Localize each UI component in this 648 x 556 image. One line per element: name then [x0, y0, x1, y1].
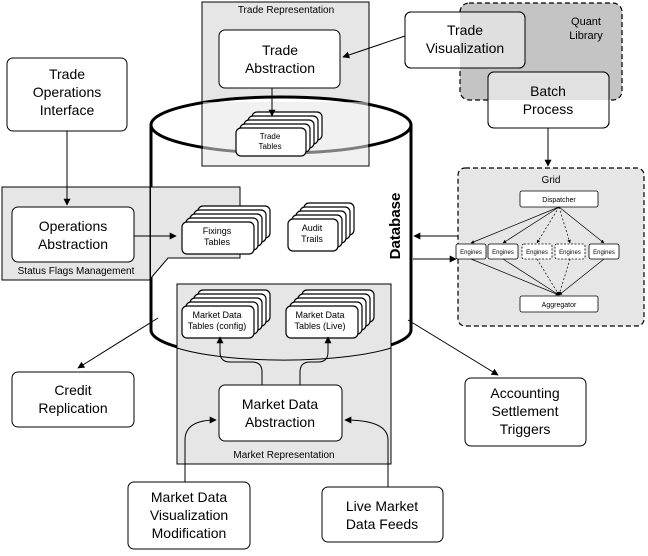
market-data-visualization-text-3: Modification — [152, 525, 227, 541]
live-market-feeds-text-2: Data Feeds — [346, 516, 418, 532]
arrow-visualization-to-trade-abstraction — [342, 35, 406, 59]
trade-abstraction-node: Trade Abstraction — [218, 29, 341, 89]
aggregate-link — [558, 258, 605, 296]
audit-trails-label-1: Audit — [302, 223, 323, 233]
market-data-visualization-text-1: Market Data — [151, 489, 227, 505]
accounting-text-3: Triggers — [500, 421, 551, 437]
credit-replication-text-2: Replication — [38, 400, 107, 416]
aggregator-node — [519, 295, 599, 313]
table-sheet — [235, 127, 307, 157]
market-data-config-stack — [181, 289, 271, 339]
engine-label: Engines — [559, 250, 581, 256]
market-data-config-label-1: Market Data — [192, 310, 241, 320]
trade-visualization-text-2: Visualization — [426, 40, 504, 56]
market-data-visualization-node: Market Data Visualization Modification — [127, 481, 251, 550]
trade-operations-text-1: Trade — [49, 66, 85, 82]
trade-visualization-node: Trade Visualization — [404, 11, 526, 69]
arrow-feeds-to-mda — [344, 416, 389, 487]
audit-trails-label-2: Trails — [301, 234, 323, 244]
market-data-live-stack — [285, 289, 375, 339]
batch-process-text-2: Process — [523, 101, 574, 117]
live-market-data-feeds-node: Live Market Data Feeds — [321, 486, 444, 543]
market-data-visualization-text-2: Visualization — [150, 507, 228, 523]
audit-trails-stack — [287, 202, 355, 252]
market-data-abstraction-text-2: Abstraction — [245, 414, 315, 430]
aggregator-label: Aggregator — [542, 302, 577, 309]
database-label: Database — [387, 193, 404, 260]
engine-node — [521, 243, 553, 260]
market-data-config-label-2: Tables (config) — [188, 321, 247, 331]
accounting-text-2: Settlement — [492, 403, 559, 419]
trade-representation-label: Trade Representation — [238, 5, 334, 16]
grid-label: Grid — [542, 175, 561, 186]
market-data-abstraction-text-1: Market Data — [242, 396, 318, 412]
operations-abstraction-text-2: Abstraction — [38, 236, 108, 252]
dispatch-link — [502, 206, 560, 244]
table-sheet — [285, 305, 359, 339]
trade-operations-text-3: Interface — [40, 102, 95, 118]
trade-abstraction-text-1: Trade — [262, 42, 298, 58]
quant-library-label-2: Library — [569, 30, 603, 42]
fixings-tables-stack — [181, 205, 271, 255]
table-sheet — [287, 218, 339, 252]
engine-label: Engines — [526, 250, 548, 256]
engine-label: Engines — [492, 250, 514, 256]
credit-replication-text-1: Credit — [54, 382, 91, 398]
accounting-settlement-node: Accounting Settlement Triggers — [464, 377, 587, 447]
engine-label: Engines — [460, 250, 482, 256]
trade-visualization-text-1: Trade — [447, 22, 483, 38]
arrow-mda-to-live — [299, 336, 332, 385]
dispatch-link — [470, 206, 560, 244]
arrow-database-to-credit — [77, 317, 159, 369]
trade-abstraction-text-2: Abstraction — [245, 60, 315, 76]
dispatch-link — [536, 206, 560, 244]
market-data-live-label-1: Market Data — [295, 310, 344, 320]
dispatch-link — [558, 206, 605, 244]
arrow-database-to-accounting — [407, 319, 499, 376]
accounting-text-1: Accounting — [490, 385, 559, 401]
market-data-live-label-2: Tables (Live) — [294, 321, 345, 331]
aggregate-link — [502, 258, 560, 296]
fixings-tables-label-2: Tables — [204, 237, 231, 247]
quant-library-label-1: Quant — [571, 16, 601, 28]
live-market-feeds-text-1: Live Market — [346, 498, 418, 514]
arrow-mda-to-config — [216, 336, 263, 385]
aggregate-link — [470, 258, 560, 296]
trade-tables-stack — [235, 111, 323, 157]
table-sheet — [181, 221, 255, 255]
status-flags-label: Status Flags Management — [18, 266, 135, 277]
connectors — [63, 35, 552, 487]
trade-tables-label-1: Trade — [260, 132, 281, 141]
arrow-visualization-to-mda — [184, 416, 217, 482]
operations-abstraction-node: Operations Abstraction — [11, 206, 135, 263]
market-data-abstraction-node: Market Data Abstraction — [218, 384, 343, 442]
trade-tables-label-2: Tables — [258, 142, 281, 151]
engine-label: Engines — [593, 250, 615, 256]
batch-process-text-1: Batch — [530, 83, 566, 99]
market-representation-label: Market Representation — [233, 450, 334, 461]
batch-process-node: Batch Process — [487, 71, 610, 129]
engine-node — [554, 243, 586, 260]
aggregate-link — [536, 258, 560, 296]
trade-operations-interface-node: Trade Operations Interface — [6, 57, 128, 132]
engine-links — [470, 206, 605, 296]
dispatcher-label: Dispatcher — [542, 197, 576, 204]
credit-replication-node: Credit Replication — [11, 371, 135, 428]
trade-operations-text-2: Operations — [33, 84, 101, 100]
engines-group: Engines Engines Engines Engines Engines — [455, 243, 620, 260]
fixings-tables-label-1: Fixings — [203, 226, 232, 236]
operations-abstraction-text-1: Operations — [39, 218, 107, 234]
